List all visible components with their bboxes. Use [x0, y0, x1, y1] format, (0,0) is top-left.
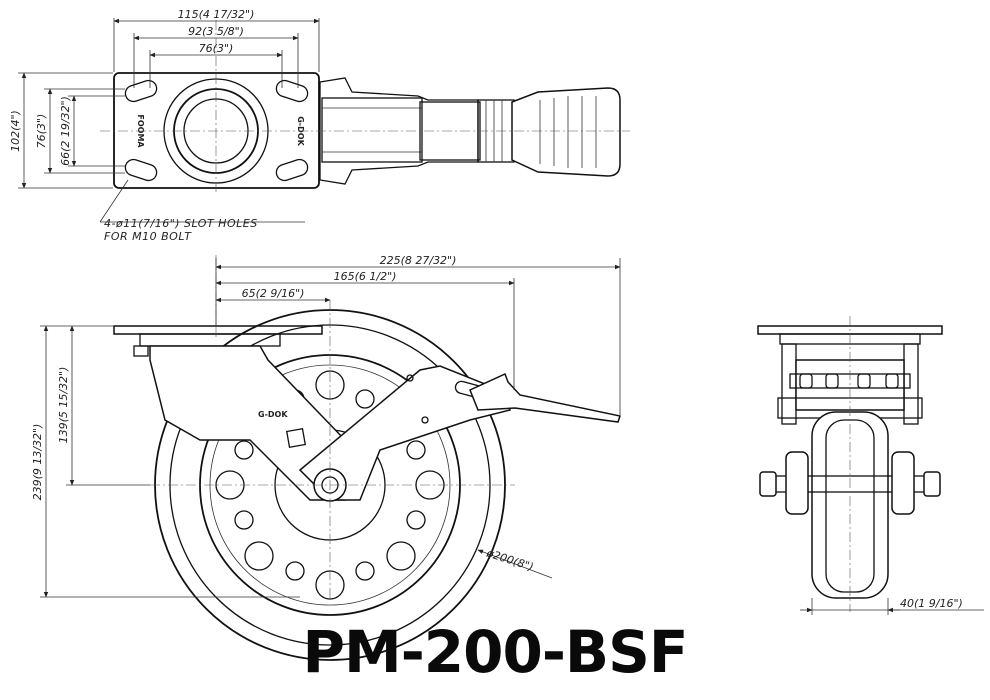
slot-hole-br [275, 158, 309, 182]
side-brake-pedal [469, 372, 621, 423]
brake-pedal-top [511, 87, 621, 177]
front-nut-right [923, 471, 941, 497]
dim-overall-length: 225(8 27/32") [380, 254, 457, 267]
plate-text-left: FOOMA [136, 114, 145, 148]
slot-hole-note-line2: FOR M10 BOLT [104, 230, 192, 243]
side-fork [149, 345, 346, 501]
dim-axle-height: 139(5 15/32") [57, 367, 70, 444]
front-view: 40(1 9/16") [757, 316, 984, 615]
slot-hole-note-line1: 4-ø11(7/16") SLOT HOLES [104, 217, 258, 230]
top-view: FOOMA G-DOK 115(4 17/32") 92(3 5/8") [9, 8, 630, 243]
side-brake-arm [298, 365, 512, 501]
plate-text-right: G-DOK [296, 116, 305, 146]
model-number: PM-200-BSF [302, 618, 688, 686]
dim-hole-height-outer: 76(3") [35, 114, 48, 149]
dim-brake-length: 165(6 1/2") [334, 270, 397, 283]
brake-body-top [321, 97, 423, 163]
dim-plate-height: 102(4") [9, 110, 22, 152]
front-fork-left [781, 343, 797, 425]
dim-wheel-diameter: ø200(8") [484, 546, 535, 574]
slot-hole-bl [124, 158, 158, 182]
dim-plate-width: 115(4 17/32") [178, 8, 255, 21]
side-view: G-DOK 225(8 27/32") 165(6 1/2") 65(2 9/1… [31, 254, 621, 661]
dim-hole-span-inner: 76(3") [199, 42, 234, 55]
dim-hole-height-inner: 66(2 19/32") [59, 96, 72, 166]
dim-hole-span-outer: 92(3 5/8") [188, 25, 244, 38]
top-plate [113, 72, 320, 189]
slot-hole-tr [275, 79, 309, 103]
slot-hole-tl [124, 79, 158, 103]
front-nut-left [759, 471, 777, 497]
front-fork-right [903, 343, 919, 425]
dim-total-height: 239(9 13/32") [31, 424, 44, 501]
side-fork-text: G-DOK [258, 410, 288, 419]
dim-wheel-width: 40(1 9/16") [900, 597, 963, 610]
dim-offset: 65(2 9/16") [242, 287, 305, 300]
